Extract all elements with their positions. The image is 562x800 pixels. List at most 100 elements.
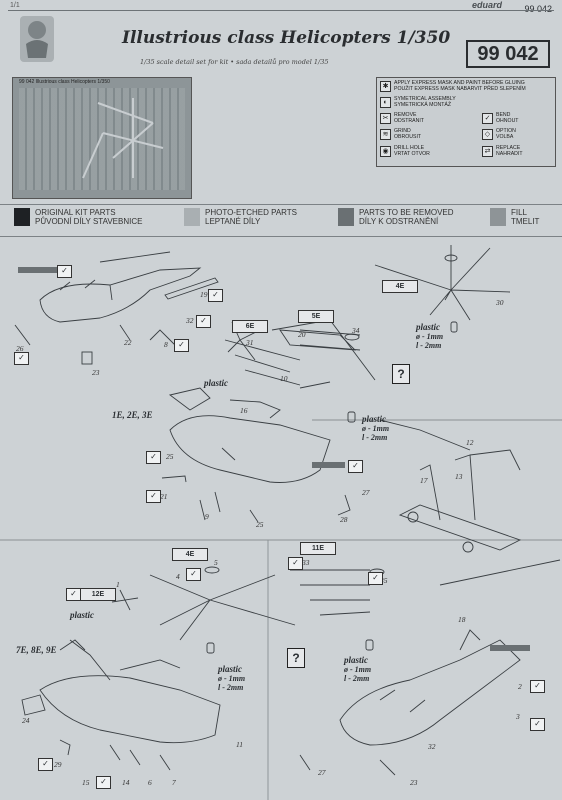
diameter-spec: ø - 1mm <box>362 424 390 433</box>
length-spec: l - 2mm <box>416 341 442 350</box>
plastic-spec-4: plastic ø - 1mm l - 2mm <box>344 655 371 683</box>
part-number: 31 <box>246 338 254 347</box>
step-5e: 5E <box>298 310 334 323</box>
bend-icon: ✓ <box>96 776 111 789</box>
bend-icon: ✓ <box>530 680 545 693</box>
part-number: 13 <box>455 472 463 481</box>
option-icon: ◇ <box>482 129 493 140</box>
plastic-spec-2: plastic ø - 1mm l - 2mm <box>416 322 443 350</box>
bend-icon: ✓ <box>530 718 545 731</box>
legend-text: GRIND OBROUSIT <box>394 128 422 140</box>
bend-icon: ✓ <box>146 490 161 503</box>
step-4e-mid: 4E <box>172 548 208 561</box>
part-number: 20 <box>298 330 306 339</box>
legend-row-grind: ≋ GRIND OBROUSIT <box>380 128 470 140</box>
part-number: 25 <box>256 520 264 529</box>
step-12e: 12E <box>80 588 116 601</box>
key-label-cz: DÍLY K ODSTRANĚNÍ <box>359 217 439 226</box>
part-number: 2 <box>518 682 522 691</box>
plastic-note: plastic <box>218 664 242 674</box>
part-number: 32 <box>186 316 194 325</box>
part-number: 28 <box>340 515 348 524</box>
part-number: 17 <box>420 476 428 485</box>
legend-text: OPTION VOLBA <box>496 128 516 140</box>
page-number: 1/1 <box>10 2 20 9</box>
step-label: 12E <box>91 591 105 598</box>
plastic-note: plastic <box>362 414 386 424</box>
part-number: 16 <box>240 406 248 415</box>
part-number: 4 <box>176 572 180 581</box>
step-11e: 11E <box>300 542 336 555</box>
bend-icon: ✓ <box>146 451 161 464</box>
question-mark-box: ? <box>287 648 305 668</box>
length-spec: l - 2mm <box>344 674 370 683</box>
step-label: 5E <box>311 313 321 320</box>
legend-row-mask: ✱ APPLY EXPRESS MASK AND PAINT BEFORE GL… <box>380 80 550 92</box>
part-number: 29 <box>54 760 62 769</box>
bend-icon: ✓ <box>66 588 81 601</box>
bend-icon: ✓ <box>482 113 493 124</box>
remove-icon: ✂ <box>380 113 391 124</box>
part-number: 27 <box>318 768 326 777</box>
part-number: 35 <box>380 576 388 585</box>
variant-label-top: 1E, 2E, 3E <box>112 410 153 420</box>
part-number: 15 <box>82 778 90 787</box>
bend-icon: ✓ <box>14 352 29 365</box>
diameter-spec: ø - 1mm <box>218 674 246 683</box>
bend-icon: ✓ <box>348 460 363 473</box>
crest-logo <box>20 16 54 62</box>
fret-rotor-drawing <box>82 98 164 179</box>
grind-icon: ≋ <box>380 129 391 140</box>
part-number: 10 <box>280 374 288 383</box>
bend-icon: ✓ <box>174 339 189 352</box>
swatch <box>184 208 200 226</box>
bend-icon: ✓ <box>38 758 53 771</box>
variant-label-bottom: 7E, 8E, 9E <box>16 645 57 655</box>
part-number: 12 <box>466 438 474 447</box>
bend-icon: ✓ <box>196 315 211 328</box>
key-label-cz: TMELIT <box>511 217 540 226</box>
length-spec: l - 2mm <box>362 433 388 442</box>
legend-row-remove: ✂ REMOVE ODSTRANIT <box>380 112 470 124</box>
page-title: Illustrious class Helicopters 1/350 <box>122 28 451 48</box>
length-spec: l - 2mm <box>218 683 244 692</box>
key-label: ORIGINAL KIT PARTS <box>35 208 116 217</box>
bend-icon: ✓ <box>186 568 201 581</box>
step-4e-top: 4E <box>382 280 418 293</box>
drill-icon: ◉ <box>380 146 391 157</box>
key-label-cz: LEPTANÉ DÍLY <box>205 217 261 226</box>
part-number: 30 <box>496 298 504 307</box>
swatch <box>338 208 354 226</box>
part-number: 1 <box>116 580 120 589</box>
part-number: 7 <box>172 778 176 787</box>
divider <box>0 236 562 237</box>
part-number: 9 <box>205 512 209 521</box>
part-number: 34 <box>352 326 360 335</box>
step-label: 11E <box>311 545 325 552</box>
plastic-note: plastic <box>70 610 94 620</box>
replace-icon: ⇄ <box>482 146 493 157</box>
bend-icon: ✓ <box>208 289 223 302</box>
part-number: 6 <box>148 778 152 787</box>
bend-icon: ✓ <box>57 265 72 278</box>
plastic-note: plastic <box>204 378 228 388</box>
star-icon: ✱ <box>380 81 391 92</box>
key-label-cz: PŮVODNÍ DÍLY STAVEBNICE <box>35 217 143 226</box>
legend-text: SYMETRICAL ASSEMBLY SYMETRICKÁ MONTÁŽ <box>394 96 456 108</box>
legend-text: REMOVE ODSTRANIT <box>394 112 424 124</box>
legend-text: REPLACE NAHRADIT <box>496 145 523 157</box>
part-number: 25 <box>166 452 174 461</box>
step-label: 6E <box>245 323 255 330</box>
swatch <box>490 208 506 226</box>
swatch <box>14 208 30 226</box>
part-number: 8 <box>164 340 168 349</box>
part-number: 33 <box>302 558 310 567</box>
part-number: 22 <box>124 338 132 347</box>
part-number: 14 <box>122 778 130 787</box>
diameter-spec: ø - 1mm <box>416 332 444 341</box>
